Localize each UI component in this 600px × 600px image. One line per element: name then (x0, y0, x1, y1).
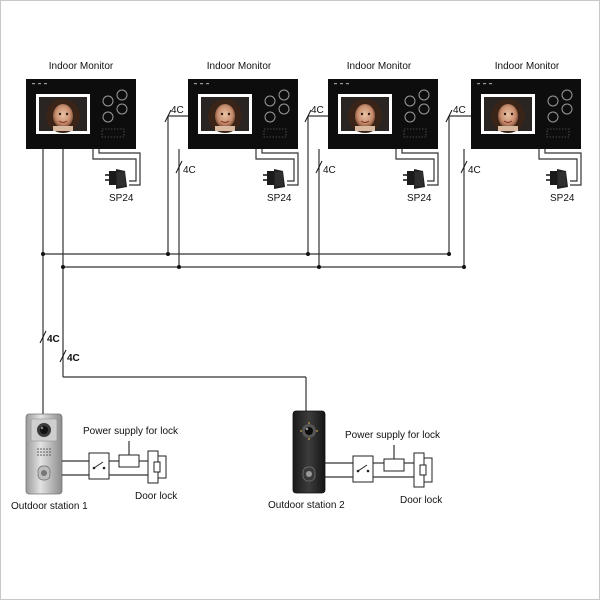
power-adapter-icon (402, 168, 426, 190)
cable-label: 4C (47, 334, 60, 345)
power-supply-label: Power supply for lock (83, 426, 179, 437)
door-lock-label: Door lock (400, 495, 443, 506)
adapter-label: SP24 (267, 193, 292, 204)
indoor-monitor-1 (25, 78, 137, 150)
indoor-monitor-3 (327, 78, 439, 150)
adapter-label: SP24 (109, 193, 134, 204)
outdoor-station-label: Outdoor station 2 (268, 500, 345, 511)
adapter-label: SP24 (550, 193, 575, 204)
adapter-label: SP24 (407, 193, 432, 204)
indoor-monitor-2 (187, 78, 299, 150)
monitor-label: Indoor Monitor (347, 61, 412, 72)
cable-label: 4C (171, 105, 184, 116)
cable-label: 4C (183, 165, 196, 176)
cable-label: 4C (323, 165, 336, 176)
monitor-label: Indoor Monitor (207, 61, 272, 72)
power-adapter-icon (104, 168, 128, 190)
outdoor-station-1 (25, 413, 63, 495)
power-supply-label: Power supply for lock (345, 430, 441, 441)
outdoor-station-2 (292, 410, 326, 494)
cable-label: 4C (453, 105, 466, 116)
power-adapter-icon (545, 168, 569, 190)
outdoor-station-label: Outdoor station 1 (11, 501, 88, 512)
indoor-monitor-4 (470, 78, 582, 150)
door-lock-label: Door lock (135, 491, 178, 502)
power-adapter-icon (262, 168, 286, 190)
wiring-bus (39, 109, 582, 416)
lock-circuit-2 (325, 445, 433, 488)
cable-label: 4C (67, 353, 80, 364)
monitor-label: Indoor Monitor (495, 61, 560, 72)
cable-label: 4C (468, 165, 481, 176)
lock-circuit-1 (62, 441, 167, 484)
monitor-label: Indoor Monitor (49, 61, 114, 72)
cable-label: 4C (311, 105, 324, 116)
